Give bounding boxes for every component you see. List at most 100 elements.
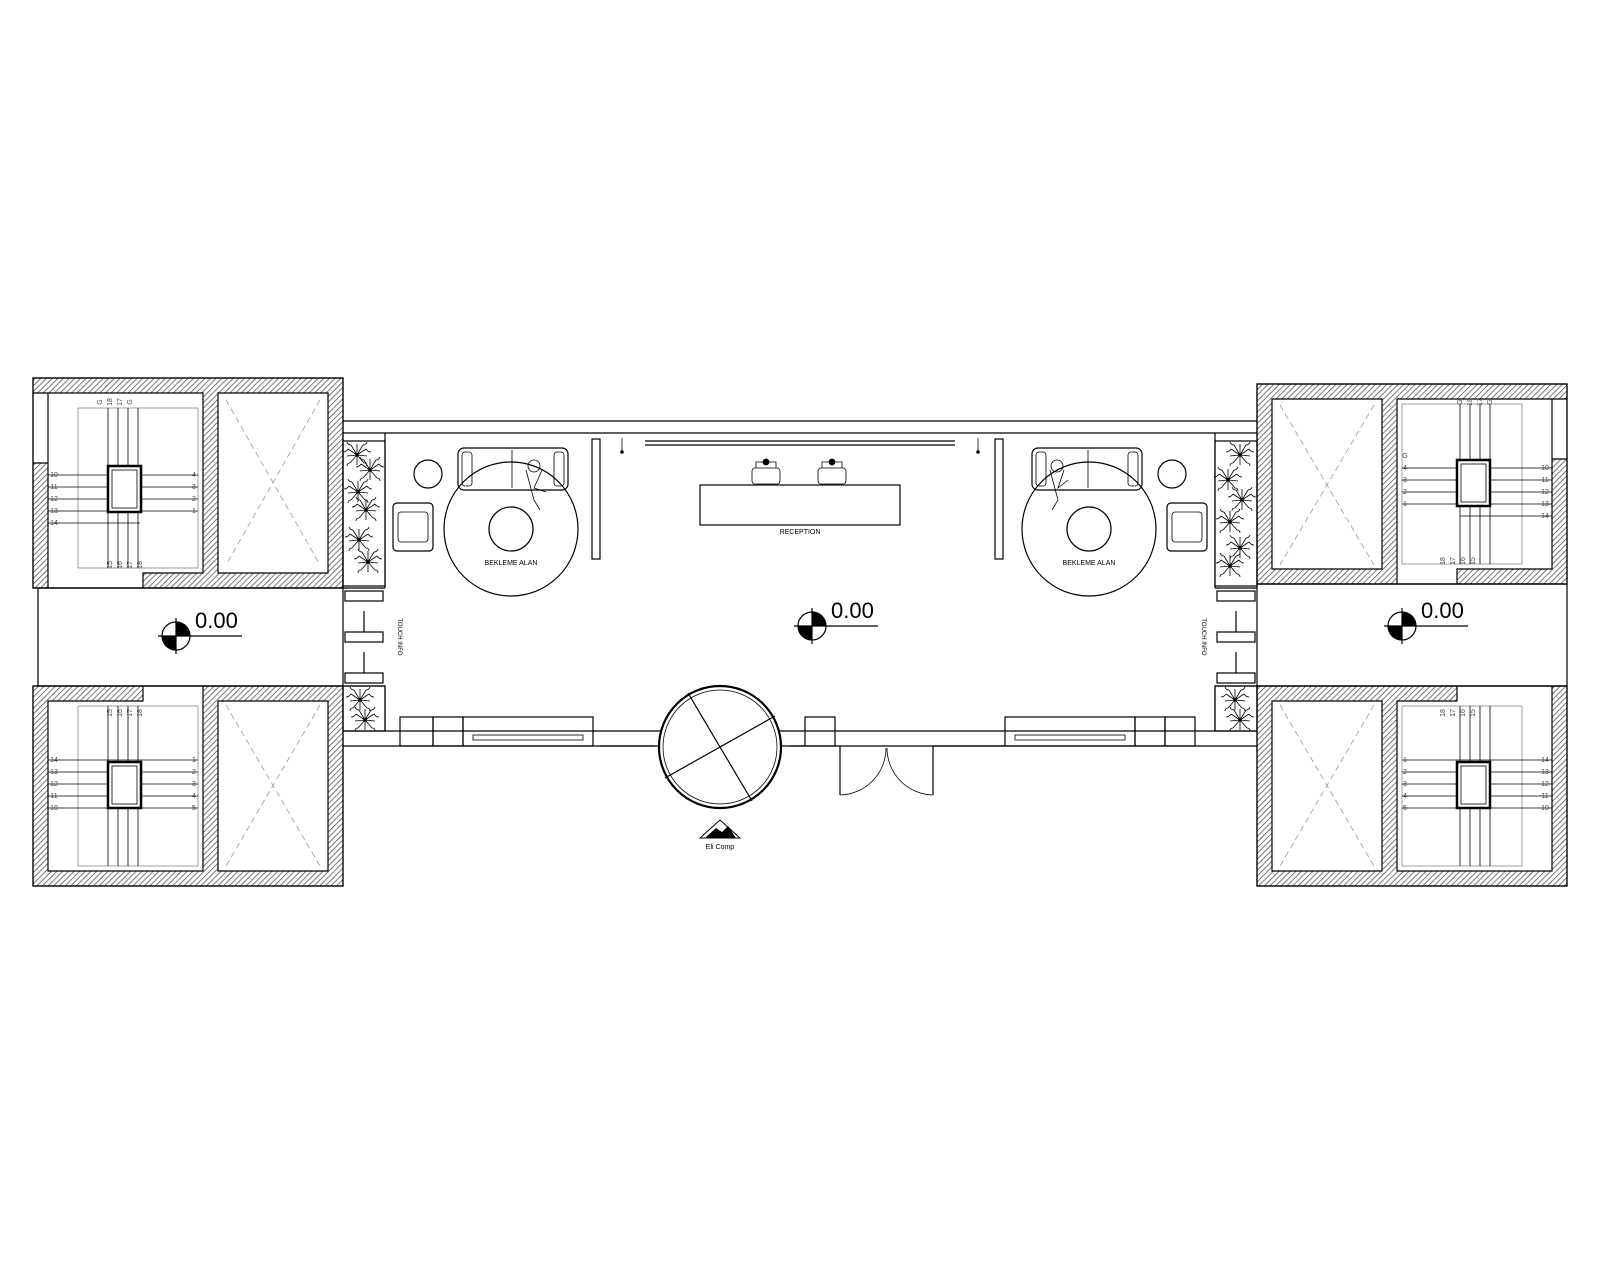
stair-step-number: 18 [137, 561, 144, 569]
stair-step-number: 11 [50, 484, 57, 491]
stair-step-number: 16 [1460, 557, 1467, 565]
stair-step-number: 1 [1403, 757, 1407, 764]
stair-upper-right [1401, 403, 1552, 565]
stair-step-number: 4 [1403, 793, 1407, 800]
shaft-lower-left [225, 704, 321, 867]
right-core [1256, 383, 1568, 887]
touch-info-label-left: TOUCH INFO [396, 618, 402, 656]
shaft-upper-right [1279, 404, 1375, 566]
logo-icon: Eli Comp [698, 819, 742, 851]
waiting-label-right: BEKLEME ALAN [1063, 560, 1116, 567]
stair-step-number: 15 [107, 709, 114, 717]
stair-step-number: 2 [192, 769, 196, 776]
sofa-icon [1031, 447, 1143, 491]
stair-step-number: 18 [1440, 709, 1447, 717]
waiting-area-left: BEKLEME ALAN [392, 447, 579, 597]
logo-label: Eli Comp [706, 844, 735, 851]
stair-step-number: 16 [1460, 709, 1467, 717]
stair-step-number: 17 [117, 398, 124, 406]
touch-info-right: TOUCH INFO [1200, 590, 1256, 684]
stair-step-number: 15 [1470, 557, 1477, 565]
stair-step-number: 5 [192, 805, 196, 812]
stair-step-number: 10 [50, 805, 58, 812]
stair-step-number: 15 [107, 561, 114, 569]
stair-step-number: 3 [1403, 477, 1407, 484]
stair-lower-left [48, 705, 199, 867]
plant-icon [353, 548, 383, 574]
stair-step-number: 3 [192, 781, 196, 788]
plant-icon [1215, 508, 1245, 534]
stair-step-number: 13 [50, 769, 58, 776]
outline-lower-right [1256, 685, 1568, 887]
plant-icon [345, 686, 375, 712]
stair-step-number: 12 [50, 781, 58, 788]
stair-step-number: 1 [1403, 501, 1407, 508]
plant-icon [1225, 441, 1255, 467]
stair-step-number: 2 [1403, 769, 1407, 776]
stair-step-number: 18 [137, 709, 144, 717]
plant-icon [351, 496, 381, 522]
plant-icon [1225, 706, 1255, 732]
stair-step-number: 18 [1467, 398, 1474, 406]
double-door-icon [839, 745, 1005, 796]
stair-step-number: 18 [1440, 557, 1447, 565]
wall-upper-right [1256, 383, 1568, 585]
stair-step-number: 1 [192, 508, 196, 515]
stair-step-number: 2 [192, 496, 196, 503]
stair-step-number: 1 [192, 757, 196, 764]
level-marker-right: 0.00 [1384, 598, 1468, 644]
level-value-center: 0.00 [831, 598, 874, 623]
reception-label: RECEPTION [780, 529, 821, 536]
outline-upper-right [1256, 383, 1568, 585]
waiting-label-left: BEKLEME ALAN [485, 560, 538, 567]
level-marker-center: 0.00 [794, 598, 878, 644]
person-icon [525, 459, 547, 511]
armchair-icon [392, 502, 434, 552]
corridor-left [37, 587, 344, 687]
stair-step-number: 15 [1470, 709, 1477, 717]
stair-step-number: 17 [1450, 709, 1457, 717]
stair-step-number: G [1487, 399, 1494, 404]
stair-step-number: G [97, 399, 104, 404]
stair-step-number: 12 [1541, 781, 1549, 788]
stair-step-number: 4 [1403, 465, 1407, 472]
side-table-icon [413, 459, 443, 489]
stair-step-number: 4 [192, 793, 196, 800]
shaft-lower-right [1279, 704, 1375, 867]
stair-lower-right [1401, 705, 1552, 867]
wall-lower-left [32, 685, 344, 887]
stair-step-number: G [1457, 399, 1464, 404]
plant-icon [355, 456, 385, 482]
stair-step-number: 12 [1541, 489, 1549, 496]
stair-step-number: 12 [50, 496, 58, 503]
plant-icon [342, 441, 372, 467]
touch-info-left: TOUCH INFO [344, 590, 402, 684]
stair-step-number: 11 [1541, 477, 1548, 484]
corridor-right [1256, 583, 1568, 687]
stair-step-number: 14 [50, 520, 58, 527]
partition-right [994, 438, 1004, 560]
outline-lower-left [32, 685, 344, 887]
level-marker-left: 0.00 [158, 608, 242, 654]
stair-well-upper-left [106, 464, 143, 514]
level-value-right: 0.00 [1421, 598, 1464, 623]
stair-well-lower-left [106, 760, 143, 810]
waiting-area-right: BEKLEME ALAN [1021, 447, 1208, 597]
stair-step-number: 11 [50, 793, 57, 800]
wall-lower-right [1256, 685, 1568, 887]
plant-icon [1220, 686, 1250, 712]
stair-well-upper-right [1455, 458, 1492, 508]
stair-well-lower-right [1455, 760, 1492, 810]
stair-step-number: 3 [192, 484, 196, 491]
level-value-left: 0.00 [195, 608, 238, 633]
stair-step-number: G [127, 399, 134, 404]
stair-step-number: 17 [1450, 557, 1457, 565]
stair-step-number: 16 [117, 561, 124, 569]
stair-step-number: 14 [50, 757, 58, 764]
stair-step-number: 14 [1541, 757, 1549, 764]
stair-step-number: 17 [127, 709, 134, 717]
planters-left [342, 440, 386, 732]
plant-icon [1213, 466, 1243, 492]
